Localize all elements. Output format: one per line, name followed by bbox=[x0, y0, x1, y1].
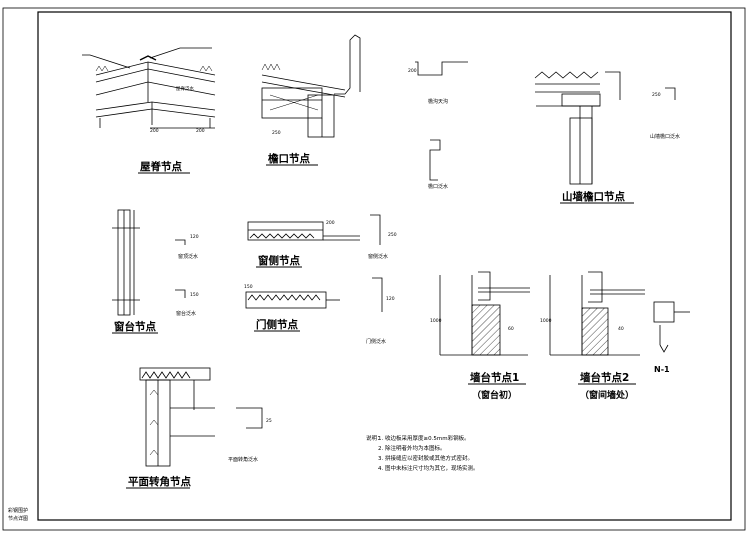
window-head-label: 窗顶泛水 bbox=[178, 253, 198, 260]
window-side-node-detail bbox=[247, 214, 381, 245]
gable-eave-node-detail bbox=[534, 71, 621, 185]
section-n1-detail bbox=[653, 301, 690, 353]
dim-ridge-2: 200 bbox=[196, 128, 205, 134]
dim-parapet-1: 1000 bbox=[430, 318, 442, 324]
section-n1-title: N-1 bbox=[654, 365, 670, 374]
dim-door-1: 120 bbox=[386, 296, 395, 302]
parapet-1-subtitle: （窗台初） bbox=[472, 389, 517, 401]
notes-heading: 说明： bbox=[366, 434, 383, 442]
parapet-2-subtitle: （窗间墙处） bbox=[580, 389, 634, 401]
door-side-title: 门侧节点 bbox=[256, 318, 298, 331]
parapet-node-1-detail bbox=[439, 271, 530, 356]
parapet-2-title: 墙台节点2 bbox=[580, 371, 629, 384]
dim-corner-1: 25 bbox=[266, 418, 272, 424]
eave-node-detail bbox=[261, 34, 361, 138]
door-side-node-detail bbox=[245, 277, 383, 312]
sill-node-detail bbox=[112, 209, 186, 316]
ridge-node-title: 屋脊节点 bbox=[140, 160, 182, 173]
gutter-label: 檐沟天沟 bbox=[428, 98, 448, 105]
sheet-border bbox=[37, 11, 732, 521]
dim-sill-2: 150 bbox=[190, 292, 199, 298]
parapet-node-2-detail bbox=[549, 271, 645, 356]
gable-node-title: 山墙檐口节点 bbox=[562, 190, 625, 203]
eave-flashing-label: 檐口泛水 bbox=[428, 183, 448, 190]
dim-ridge-1: 200 bbox=[150, 128, 159, 134]
ridge-node-detail bbox=[82, 47, 216, 129]
dim-sill-1: 120 bbox=[190, 234, 199, 240]
notes-line-3: 3. 拼接缝应以密封胶或其他方式密封。 bbox=[378, 454, 473, 462]
gable-flashing-label: 山墙檐口泛水 bbox=[650, 133, 680, 140]
dim-gable-1: 250 bbox=[652, 92, 661, 98]
window-side-title: 窗侧节点 bbox=[258, 254, 300, 267]
notes-line-2: 2. 除注明者外均为本图标。 bbox=[378, 444, 446, 452]
dim-door-2: 150 bbox=[244, 284, 253, 290]
ridge-flashing-label: 屋脊泛水 bbox=[176, 85, 194, 92]
notes-line-4: 4. 图中未标注尺寸均为其它，现场实测。 bbox=[378, 464, 479, 472]
sill-node-title: 窗台节点 bbox=[114, 320, 156, 333]
door-side-flash-label: 门侧泛水 bbox=[366, 338, 386, 345]
outer-frame bbox=[2, 7, 746, 531]
dim-parapet-3: 60 bbox=[508, 326, 514, 332]
side-stamp-line-1: 彩钢围护 bbox=[8, 507, 28, 514]
notes-line-1: 1. 收边板采用厚度≥0.5mm彩钢板。 bbox=[378, 434, 470, 442]
gable-flashing-profile bbox=[665, 87, 676, 100]
dim-gutter-1: 200 bbox=[408, 68, 417, 74]
eave-node-title: 檐口节点 bbox=[268, 152, 310, 165]
gutter-profile bbox=[415, 61, 468, 181]
window-side-flash-label: 窗侧泛水 bbox=[368, 253, 388, 260]
dim-window-2: 250 bbox=[388, 232, 397, 238]
corner-flash-label: 平面转角泛水 bbox=[228, 456, 258, 463]
corner-node-title: 平面转角节点 bbox=[128, 475, 191, 488]
side-stamp-line-2: 节点详图 bbox=[8, 515, 28, 522]
dim-parapet-2: 1000 bbox=[540, 318, 552, 324]
parapet-1-title: 墙台节点1 bbox=[470, 371, 519, 384]
dim-eave-1: 250 bbox=[272, 130, 281, 136]
dim-parapet-4: 40 bbox=[618, 326, 624, 332]
window-sill-label: 窗台泛水 bbox=[176, 310, 196, 317]
dim-window-1: 200 bbox=[326, 220, 335, 226]
corner-node-detail bbox=[139, 367, 263, 467]
